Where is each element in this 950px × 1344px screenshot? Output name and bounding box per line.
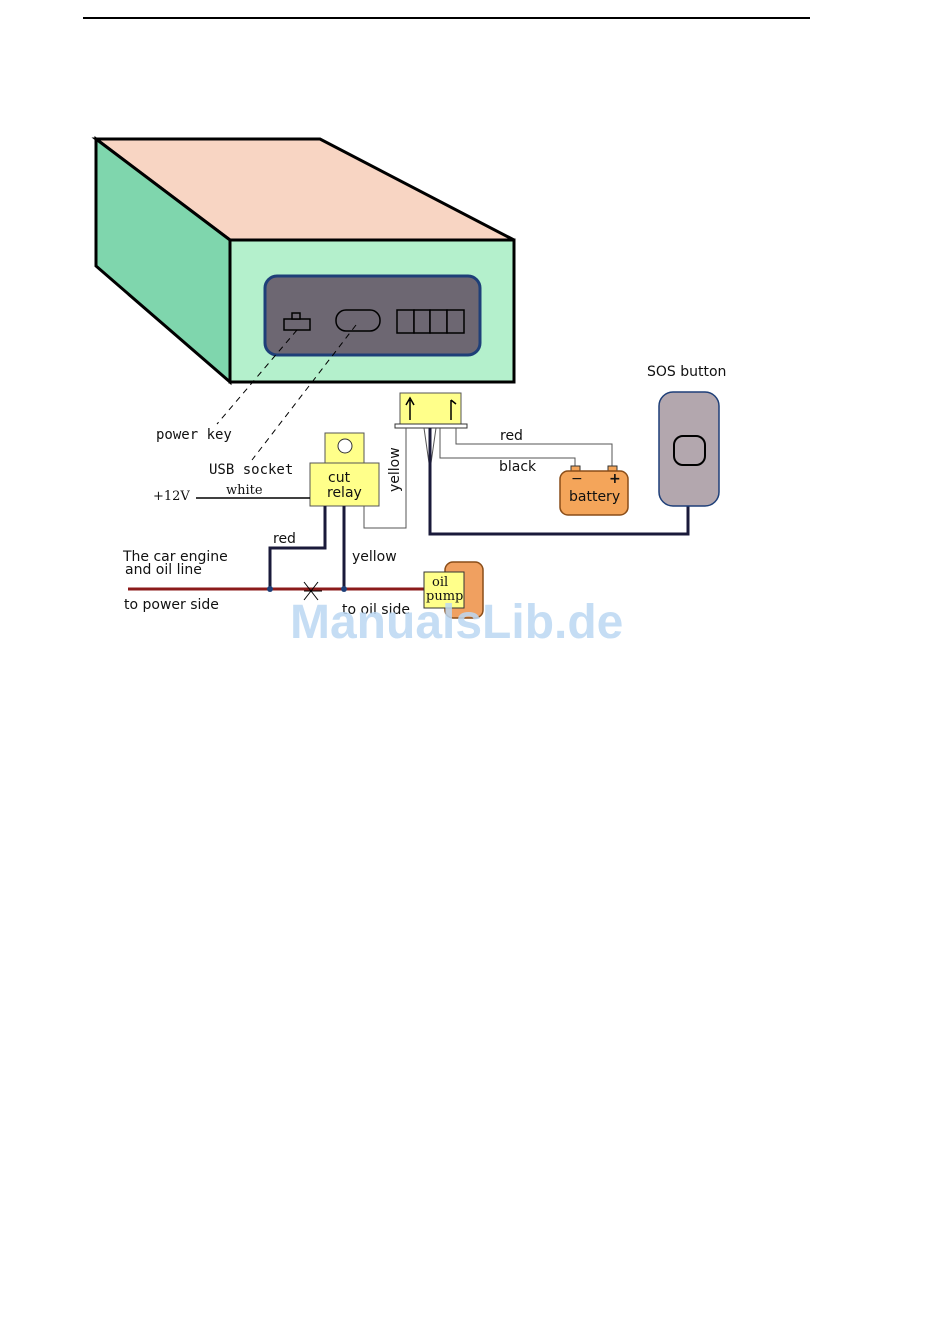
power-key-label: power key — [156, 427, 232, 443]
red-relay-label: red — [273, 531, 296, 547]
plug-connector — [395, 393, 467, 428]
yellow-vertical-label: yellow — [387, 447, 403, 492]
battery-label: battery — [569, 489, 620, 505]
junction-yellow — [341, 586, 347, 592]
white-wire-label: white — [226, 483, 263, 498]
black-battery-label: black — [499, 459, 537, 475]
tracker-device — [96, 139, 514, 382]
junction-red — [267, 586, 273, 592]
sos-button-label: SOS button — [647, 364, 726, 380]
to-power-side-label: to power side — [124, 597, 219, 613]
cut-relay: cut relay — [310, 433, 379, 506]
sos-button-icon — [674, 436, 705, 465]
oil-pump-label-1: oil — [432, 575, 448, 590]
connector-block-icon — [397, 310, 464, 333]
battery: − + battery — [560, 466, 628, 515]
engine-label-2: and oil line — [125, 562, 202, 578]
red-battery-label: red — [500, 428, 523, 444]
wire-relay-red — [270, 506, 325, 589]
usb-socket-icon — [336, 310, 380, 331]
cut-relay-label-1: cut — [328, 470, 351, 486]
usb-socket-label: USB socket — [209, 462, 293, 478]
plus-12v-label: +12V — [153, 489, 190, 504]
sos-button — [659, 392, 719, 506]
cut-relay-label-2: relay — [327, 485, 362, 501]
watermark: ManualsLib.de — [290, 596, 623, 649]
battery-plus: + — [609, 471, 621, 487]
battery-minus: − — [571, 471, 583, 487]
yellow-relay-label: yellow — [352, 549, 397, 565]
